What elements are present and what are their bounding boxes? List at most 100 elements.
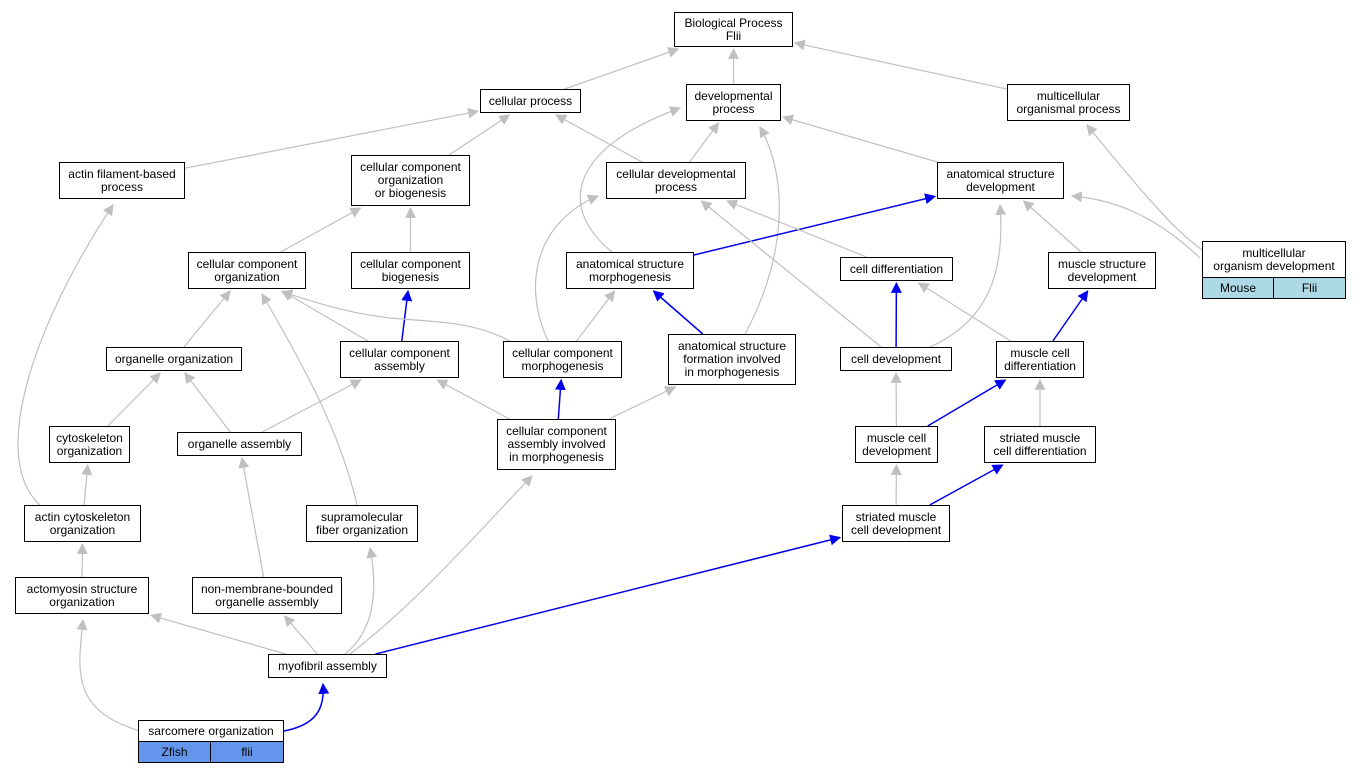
edge-multicellular-organism-development-to-anatomical-structure-development bbox=[1070, 191, 1201, 259]
node-supramolecular-fiber-organization[interactable]: supramolecular fiber organization bbox=[306, 505, 418, 542]
node-label: anatomical structure development bbox=[946, 166, 1055, 194]
edge-organelle-assembly-to-cellular-component-assembly bbox=[261, 379, 362, 433]
node-label: cellular component organization or bioge… bbox=[360, 160, 461, 200]
node-muscle-structure-development[interactable]: muscle structure development bbox=[1048, 252, 1156, 289]
edge-cell-development-to-cellular-developmental-process bbox=[700, 200, 882, 348]
edge-cellular-component-morphogenesis-to-cellular-developmental-process bbox=[534, 194, 600, 342]
node-label: muscle cell development bbox=[862, 430, 931, 458]
edge-multicellular-organismal-process-to-biological-process bbox=[793, 39, 1008, 90]
edge-striated-muscle-cell-development-to-striated-muscle-cell-differentiation bbox=[929, 464, 1004, 506]
node-label: cellular component assembly bbox=[349, 345, 450, 373]
node-cytoskeleton-organization[interactable]: cytoskeleton organization bbox=[49, 426, 130, 463]
edge-cca-morphogenesis-to-cellular-component-assembly bbox=[436, 379, 510, 420]
node-cellular-developmental-process[interactable]: cellular developmental process bbox=[606, 162, 746, 199]
edge-cell-development-to-anatomical-structure-development bbox=[929, 203, 1007, 348]
edge-cellular-component-assembly-to-cellular-component-organization bbox=[281, 290, 369, 342]
node-cellular-component-biogenesis[interactable]: cellular component biogenesis bbox=[351, 252, 470, 289]
node-non-membrane-bounded-organelle-assembly[interactable]: non-membrane-bounded organelle assembly bbox=[192, 577, 342, 614]
edge-anatomical-structure-morphogenesis-to-anatomical-structure-development bbox=[693, 193, 937, 256]
node-striated-muscle-cell-differentiation[interactable]: striated muscle cell differentiation bbox=[984, 426, 1096, 463]
node-label: actin cytoskeleton organization bbox=[34, 509, 131, 537]
edge-myofibril-assembly-to-actomyosin-structure-organization bbox=[149, 612, 286, 655]
node-multicellular-organismal-process[interactable]: multicellular organismal process bbox=[1007, 84, 1130, 121]
node-actin-filament-based-process[interactable]: actin filament-based process bbox=[59, 162, 185, 199]
node-label: actin filament-based process bbox=[68, 166, 176, 194]
node-developmental-process[interactable]: developmental process bbox=[686, 84, 781, 121]
edge-muscle-structure-development-to-anatomical-structure-development bbox=[1022, 200, 1082, 253]
edge-myofibril-assembly-to-striated-muscle-cell-development bbox=[375, 534, 842, 655]
node-organelle-assembly[interactable]: organelle assembly bbox=[177, 432, 302, 456]
node-cellular-process[interactable]: cellular process bbox=[480, 89, 581, 113]
node-label: muscle structure development bbox=[1057, 256, 1147, 284]
edge-muscle-cell-development-to-muscle-cell-differentiation bbox=[927, 379, 1007, 427]
node-label: multicellular organism development bbox=[1213, 245, 1335, 273]
node-label: cellular component morphogenesis bbox=[512, 345, 613, 373]
edge-anatomical-structure-morphogenesis-to-developmental-process bbox=[579, 106, 682, 253]
node-label: cellular component assembly involved in … bbox=[506, 424, 607, 464]
node-cellular-component-assembly[interactable]: cellular component assembly bbox=[340, 341, 459, 378]
node-label: organelle assembly bbox=[187, 436, 292, 451]
edge-cellular-component-morphogenesis-to-cellular-component-organization bbox=[280, 289, 511, 342]
node-sarcomere-organization[interactable]: sarcomere organization bbox=[138, 720, 284, 742]
node-ccob[interactable]: cellular component organization or bioge… bbox=[351, 155, 470, 206]
node-cellular-component-morphogenesis[interactable]: cellular component morphogenesis bbox=[503, 341, 622, 378]
node-biological-process[interactable]: Biological Process Flii bbox=[674, 12, 793, 47]
edge-ccob-to-cellular-process bbox=[448, 114, 511, 156]
node-actomyosin-structure-organization[interactable]: actomyosin structure organization bbox=[15, 577, 149, 614]
node-cca-morphogenesis[interactable]: cellular component assembly involved in … bbox=[497, 419, 616, 470]
node-cell-differentiation[interactable]: cell differentiation bbox=[840, 257, 953, 281]
edge-cytoskeleton-organization-to-organelle-organization bbox=[107, 372, 161, 427]
edge-cellular-developmental-process-to-developmental-process bbox=[689, 122, 720, 163]
edge-muscle-cell-differentiation-to-cell-differentiation bbox=[917, 282, 1012, 342]
tag-multicellular-organism-development-1[interactable]: Flii bbox=[1273, 277, 1346, 299]
node-label: organelle organization bbox=[114, 351, 234, 366]
edge-cellular-component-morphogenesis-to-anatomical-structure-morphogenesis bbox=[576, 290, 616, 342]
node-actin-cytoskeleton-organization[interactable]: actin cytoskeleton organization bbox=[24, 505, 141, 542]
node-label: muscle cell differentiation bbox=[1004, 345, 1076, 373]
node-anatomical-structure-development[interactable]: anatomical structure development bbox=[937, 162, 1064, 199]
edge-non-membrane-bounded-organelle-assembly-to-organelle-assembly bbox=[238, 456, 265, 578]
node-striated-muscle-cell-development[interactable]: striated muscle cell development bbox=[842, 505, 950, 542]
node-label: anatomical structure formation involved … bbox=[677, 339, 787, 379]
node-label: anatomical structure morphogenesis bbox=[575, 256, 685, 284]
edge-anatomical-structure-formation-to-developmental-process bbox=[744, 126, 780, 335]
tag-multicellular-organism-development-0[interactable]: Mouse bbox=[1202, 277, 1274, 299]
node-muscle-cell-development[interactable]: muscle cell development bbox=[855, 426, 938, 463]
edge-anatomical-structure-formation-to-anatomical-structure-morphogenesis bbox=[652, 290, 704, 335]
node-multicellular-organism-development[interactable]: multicellular organism development bbox=[1202, 241, 1346, 278]
node-label: developmental process bbox=[694, 88, 773, 116]
node-label: Biological Process Flii bbox=[684, 15, 783, 43]
edge-actin-filament-based-process-to-cellular-process bbox=[184, 107, 480, 169]
edge-cellular-component-organization-to-ccob bbox=[280, 207, 362, 253]
edge-muscle-cell-differentiation-to-muscle-structure-development bbox=[1052, 290, 1089, 342]
node-cellular-component-organization[interactable]: cellular component organization bbox=[188, 252, 306, 289]
node-anatomical-structure-morphogenesis[interactable]: anatomical structure morphogenesis bbox=[566, 252, 694, 289]
edge-multicellular-organism-development-to-multicellular-organismal-process bbox=[1086, 124, 1216, 261]
edge-supramolecular-fiber-organization-to-cellular-component-organization bbox=[261, 293, 358, 506]
node-label: cellular developmental process bbox=[616, 166, 736, 194]
edge-cellular-component-assembly-to-cellular-component-biogenesis bbox=[401, 289, 413, 342]
edge-cellular-developmental-process-to-cellular-process bbox=[555, 114, 643, 163]
node-label: actomyosin structure organization bbox=[26, 581, 138, 609]
node-label: cellular component biogenesis bbox=[360, 256, 461, 284]
node-label: multicellular organismal process bbox=[1016, 88, 1121, 116]
edge-anatomical-structure-development-to-developmental-process bbox=[781, 114, 938, 163]
tag-sarcomere-organization-0[interactable]: Zfish bbox=[138, 741, 211, 763]
edge-actin-cytoskeleton-organization-to-cytoskeleton-organization bbox=[81, 463, 93, 506]
edge-organelle-organization-to-cellular-component-organization bbox=[183, 290, 231, 348]
node-label: sarcomere organization bbox=[148, 723, 274, 738]
node-anatomical-structure-formation[interactable]: anatomical structure formation involved … bbox=[668, 334, 796, 385]
edge-cca-morphogenesis-to-anatomical-structure-formation bbox=[608, 386, 677, 420]
node-label: cytoskeleton organization bbox=[56, 430, 123, 458]
tag-sarcomere-organization-1[interactable]: flii bbox=[210, 741, 284, 763]
node-label: myofibril assembly bbox=[278, 658, 377, 673]
edge-sarcomere-organization-to-actomyosin-structure-organization bbox=[76, 618, 141, 732]
node-cell-development[interactable]: cell development bbox=[840, 347, 952, 371]
edge-cca-morphogenesis-to-cellular-component-morphogenesis bbox=[554, 378, 566, 420]
node-myofibril-assembly[interactable]: myofibril assembly bbox=[268, 654, 387, 678]
node-organelle-organization[interactable]: organelle organization bbox=[106, 347, 242, 371]
edge-cell-differentiation-to-cellular-developmental-process bbox=[726, 199, 867, 258]
node-muscle-cell-differentiation[interactable]: muscle cell differentiation bbox=[996, 341, 1084, 378]
